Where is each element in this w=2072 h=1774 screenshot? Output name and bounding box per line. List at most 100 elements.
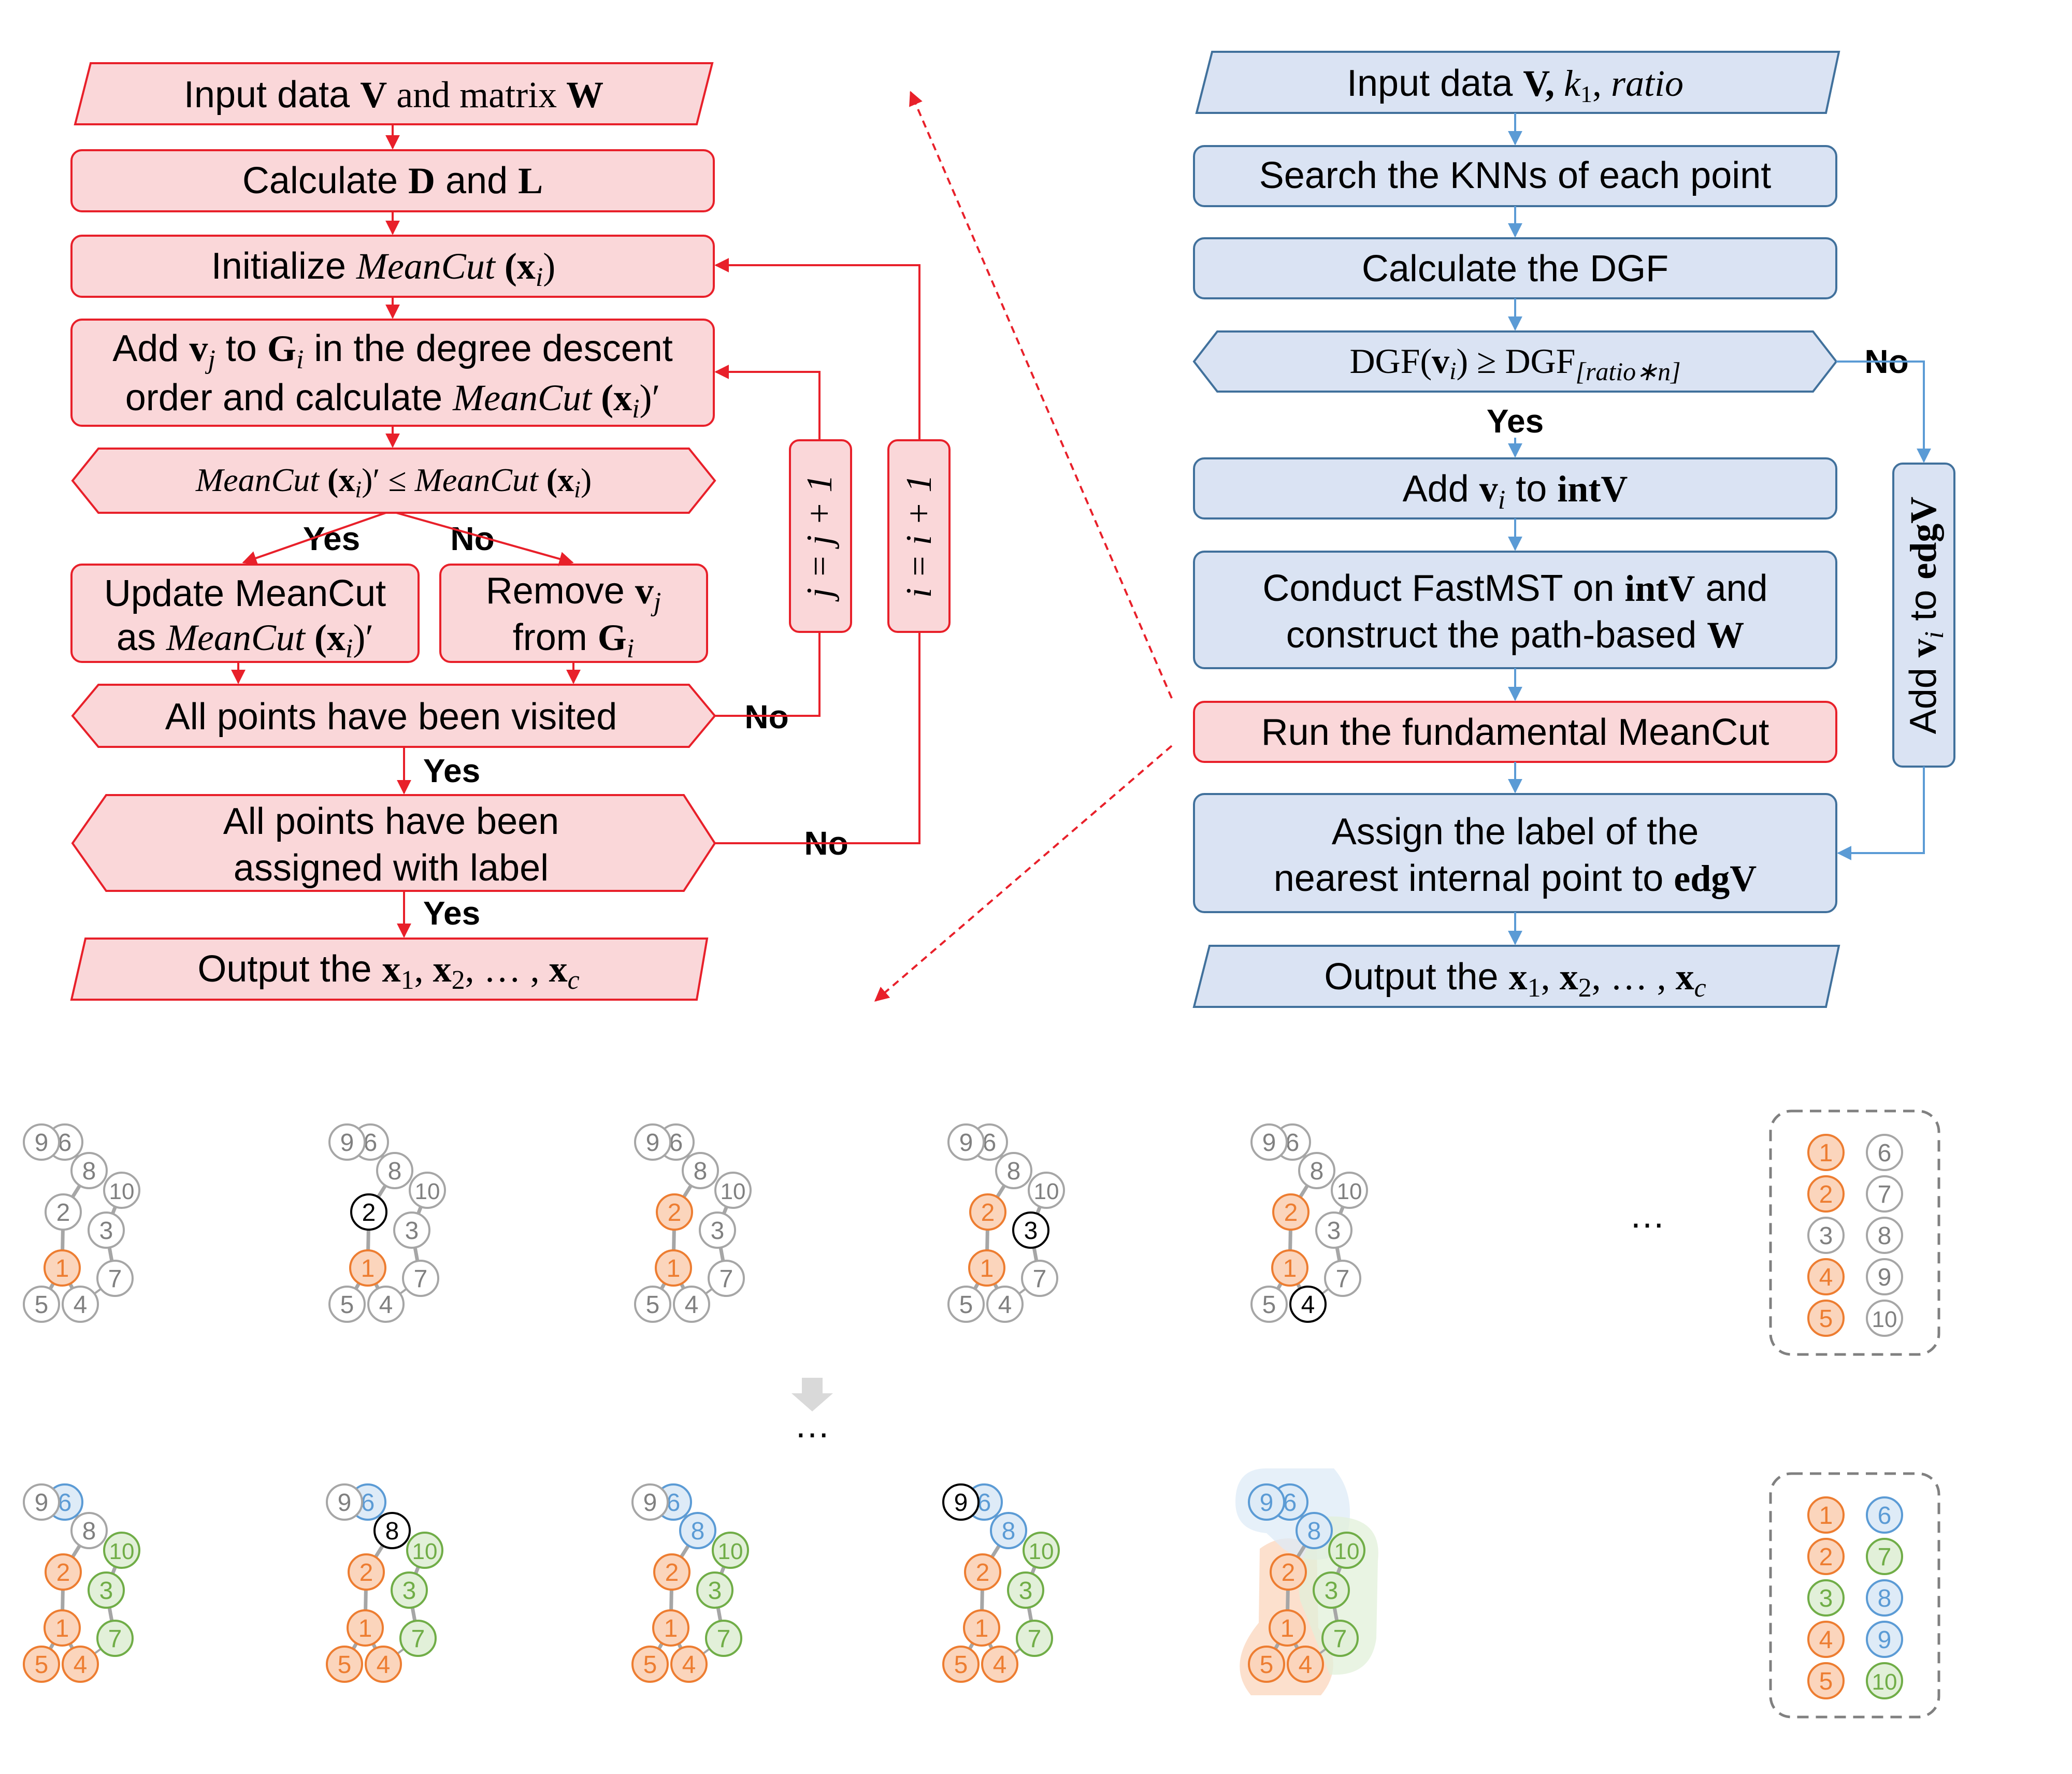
row2-panel-3-node-3 [696, 1571, 733, 1609]
legend-row1-node-1 [1807, 1134, 1845, 1171]
row1-panel-4-node-label-7: 7 [1033, 1265, 1047, 1293]
row1-panel-5-node-4 [1289, 1286, 1327, 1323]
legend-row1-node-3 [1807, 1217, 1845, 1254]
row1-panel-1-node-7 [96, 1260, 134, 1297]
row2-panel-1-node-label-3: 3 [99, 1577, 113, 1605]
row2-panel-1-node-8 [70, 1512, 108, 1549]
left-connectors [231, 124, 920, 938]
right-add-int-text: Add vi to intV [1403, 468, 1628, 515]
row1-panel-5-node-label-2: 2 [1284, 1199, 1298, 1227]
legend-row1-node-label-7: 7 [1878, 1181, 1892, 1208]
left-init-text: Initialize MeanCut (xi) [211, 246, 556, 292]
row2-panel-1-node-2 [45, 1553, 82, 1591]
row2-panel-4-node-label-6: 6 [977, 1489, 991, 1517]
row1-panel-3-node-label-2: 2 [668, 1199, 682, 1227]
row1-panel-3-node-10 [714, 1172, 752, 1209]
legend-row2-node-9 [1866, 1621, 1903, 1658]
down-arrow-icon [792, 1378, 833, 1411]
row2-panel-5-node-1 [1269, 1609, 1306, 1647]
row2-panel-2-node-2 [348, 1553, 385, 1591]
row1-panel-5-node-label-9: 9 [1262, 1129, 1276, 1157]
legend-row2-node-label-10: 10 [1872, 1669, 1897, 1695]
left-cond-box [71, 448, 716, 514]
row2-panel-5-node-label-6: 6 [1283, 1489, 1297, 1517]
row2-panel-4-node-label-7: 7 [1028, 1625, 1042, 1653]
row2-panel-5-node-label-4: 4 [1299, 1651, 1313, 1679]
row2-panel-3-node-label-7: 7 [717, 1625, 731, 1653]
row1-panel-2-node-9 [328, 1123, 366, 1161]
row2-panel-4-node-label-8: 8 [1002, 1518, 1016, 1545]
right-run-text: Run the fundamental MeanCut [1261, 712, 1769, 753]
row1-panel-4-node-label-1: 1 [980, 1255, 994, 1282]
row1-panel-4-node-4 [986, 1286, 1024, 1323]
legend-row2-node-5 [1807, 1662, 1845, 1699]
row1-panel-1-node-label-1: 1 [55, 1255, 69, 1282]
row2-panel-3-node-label-1: 1 [664, 1615, 678, 1642]
row1-panel-4-node-label-4: 4 [998, 1291, 1012, 1319]
row2-panel-2-node-label-8: 8 [385, 1518, 399, 1545]
row2-panel-1-node-1 [44, 1609, 81, 1647]
row1-panel-1-node-label-5: 5 [35, 1291, 49, 1319]
legend-row2-node-label-2: 2 [1819, 1544, 1833, 1571]
row1-panel-5-node-label-3: 3 [1327, 1217, 1341, 1245]
legend-row1-node-2 [1807, 1175, 1845, 1213]
row1-panel-3-node-label-9: 9 [646, 1129, 660, 1157]
row2-panel-5-node-8 [1296, 1512, 1333, 1549]
row1-panel-1-node-9 [23, 1123, 60, 1161]
row1-panel-5-node-3 [1315, 1211, 1352, 1249]
right-input-box [1195, 51, 1840, 114]
left-assigned-line2: assigned with label [234, 847, 549, 889]
legend-row2-node-label-8: 8 [1878, 1585, 1892, 1612]
right-cond-text: DGF(vi) ≥ DGF[ratio∗n] [1349, 341, 1680, 386]
row2-panel-2-node-label-1: 1 [358, 1615, 372, 1642]
left-add-line2: order and calculate MeanCut (xi)′ [125, 377, 660, 424]
row1-panel-3-node-3 [699, 1211, 736, 1249]
row1-panel-5-node-label-5: 5 [1262, 1291, 1276, 1319]
row2-panel-5-node-label-9: 9 [1260, 1489, 1274, 1517]
row1-panel-3-node-label-8: 8 [694, 1158, 708, 1185]
row1-panel-1-node-8 [70, 1152, 108, 1189]
right-connectors [1508, 113, 1931, 945]
row2-panel-2-node-3 [391, 1571, 428, 1609]
left-input-text: Input data V and matrix W [184, 74, 603, 116]
row2-panel-5-node-label-3: 3 [1325, 1577, 1339, 1605]
legend-row2-node-6 [1866, 1496, 1903, 1534]
row2-panel-5-node-5 [1248, 1646, 1285, 1683]
row2-panel-3-node-10 [712, 1532, 749, 1569]
row2-panel-3-node-2 [653, 1553, 690, 1591]
row2-panel-4-node-label-1: 1 [975, 1615, 989, 1642]
legend-row2-node-label-5: 5 [1819, 1668, 1833, 1695]
row1-panel-2-node-3 [393, 1211, 430, 1249]
row2-panel-3-node-label-10: 10 [718, 1539, 743, 1564]
row2-panel-4-node-label-10: 10 [1029, 1539, 1054, 1564]
row1-panel-4-node-1 [968, 1249, 1005, 1287]
legend-row1-node-label-2: 2 [1819, 1181, 1833, 1208]
right-cond-yes-label: Yes [1487, 402, 1544, 440]
row1-panel-3-node-label-7: 7 [720, 1265, 733, 1293]
row2-panel-3-node-label-9: 9 [643, 1489, 657, 1517]
left-j-loop-text: j = j + 1 [800, 474, 840, 602]
legend-row2-node-label-6: 6 [1878, 1502, 1892, 1530]
row1-panel-2-node-10 [409, 1172, 446, 1209]
row2-panel-5-node-3 [1313, 1571, 1350, 1609]
row1-panel-5-node-label-1: 1 [1283, 1255, 1297, 1282]
row1-panel-1-node-label-4: 4 [74, 1291, 88, 1319]
row2-panel-5-node-label-5: 5 [1260, 1651, 1274, 1679]
left-update-line2: as MeanCut (xi)′ [117, 617, 373, 664]
row1-panel-5-node-9 [1250, 1123, 1288, 1161]
row1-panel-5-node-7 [1324, 1260, 1361, 1297]
right-flowchart: Input data V, k1, ratio Search the KNNs … [1192, 51, 1955, 1008]
legend-row1-node-label-1: 1 [1819, 1140, 1833, 1167]
row2-panel-5-node-label-10: 10 [1334, 1539, 1360, 1564]
row2-panel-5-node-label-8: 8 [1307, 1518, 1321, 1545]
row1-panel-2-node-label-10: 10 [415, 1179, 440, 1204]
row2-panel-4-node-label-3: 3 [1019, 1577, 1033, 1605]
right-dgf-text: Calculate the DGF [1362, 248, 1668, 290]
row2-panel-5-node-label-7: 7 [1333, 1625, 1347, 1653]
row2-panel-4-node-label-9: 9 [954, 1489, 968, 1517]
